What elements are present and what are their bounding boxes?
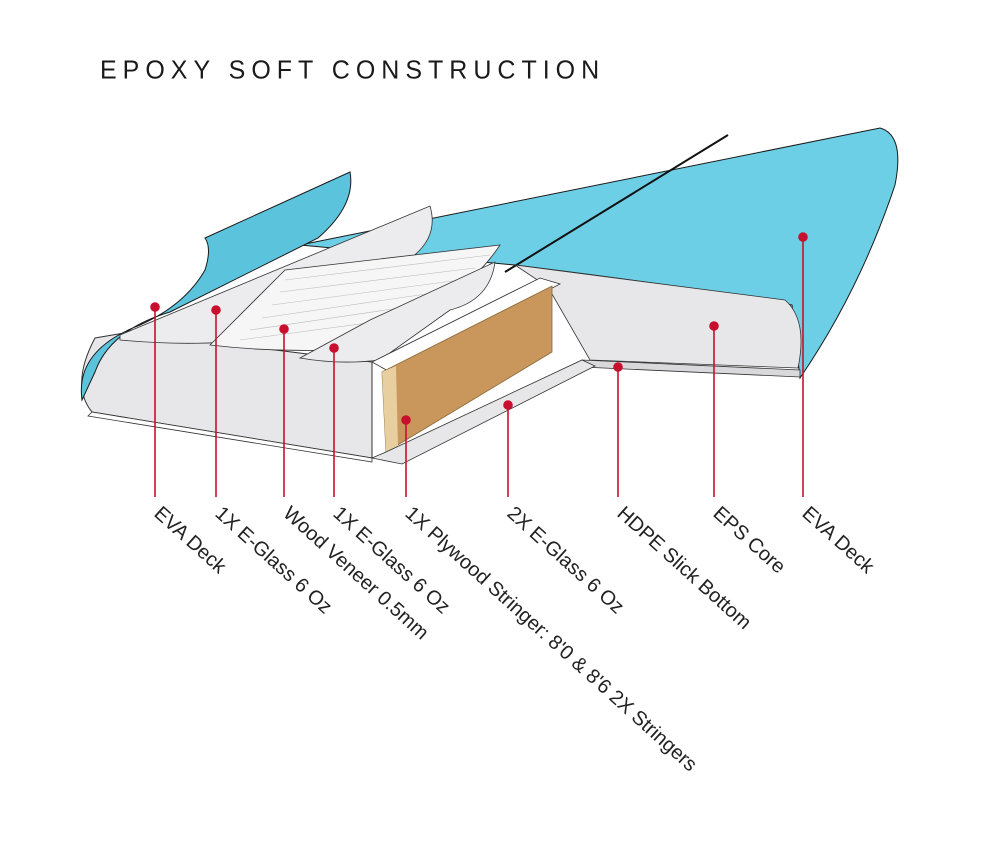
stringer-top: [371, 277, 562, 373]
label-eps-core: EPS Core: [709, 502, 790, 578]
left-rail-bottom-layers: [87, 411, 373, 463]
diagram-title: EPOXY SOFT CONSTRUCTION: [100, 55, 606, 85]
eps-core-face: [514, 264, 802, 369]
plywood-stringer: [381, 285, 553, 453]
stringer-plies: [382, 366, 398, 452]
deck-center-line: [504, 134, 729, 273]
label-eva-deck-right: EVA Deck: [798, 502, 879, 578]
bottom-eglass-strip: [370, 359, 596, 465]
eva-deck-flap: [80, 171, 352, 402]
eglass-sheet-2: [298, 261, 496, 363]
